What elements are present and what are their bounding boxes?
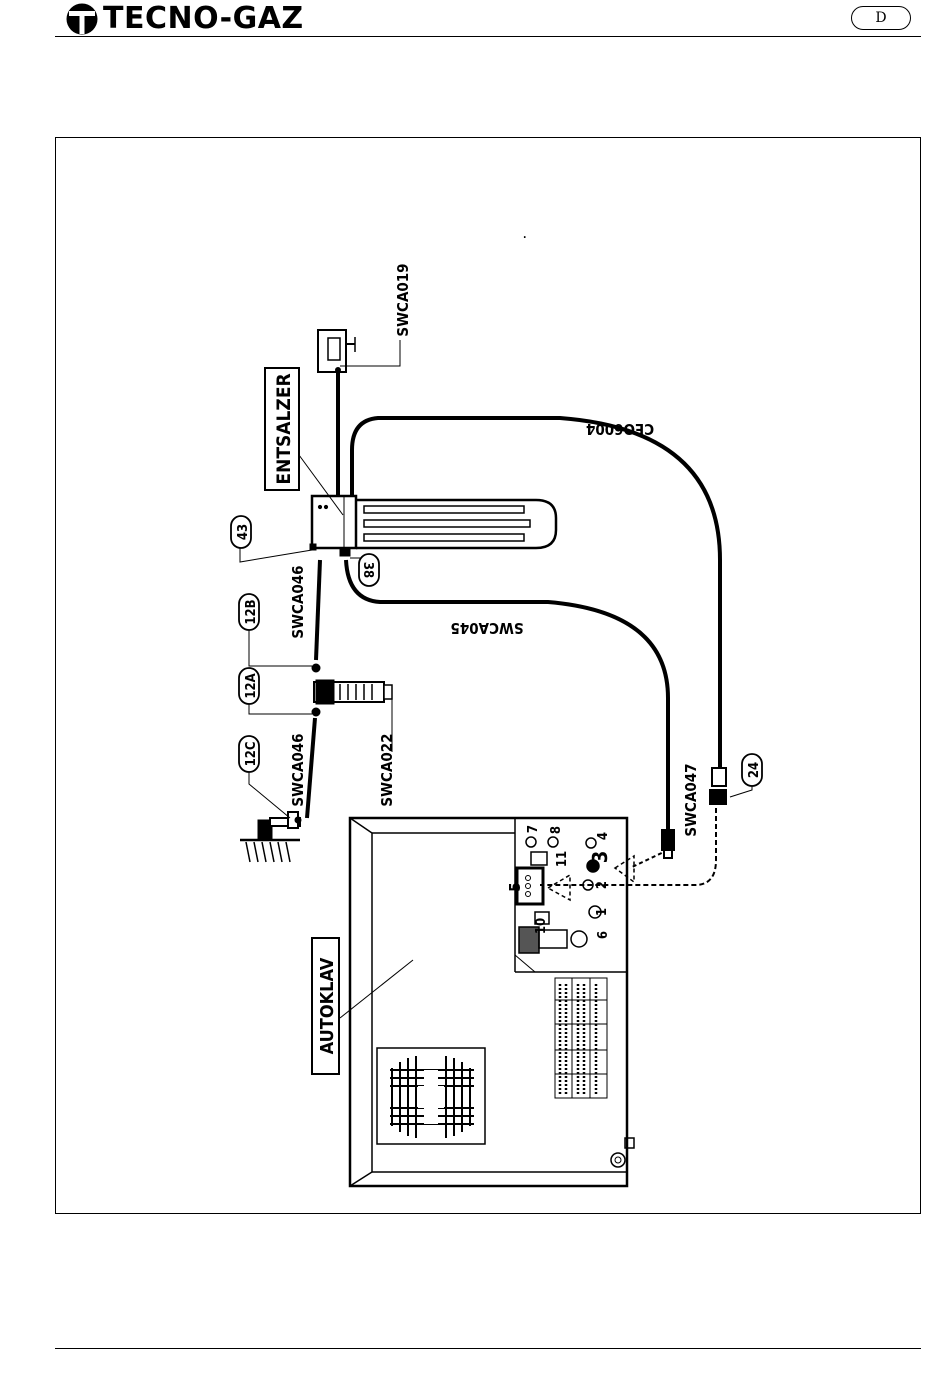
svg-text:12C: 12C (244, 742, 259, 767)
panel-number-7: 7 (526, 825, 541, 833)
callout-38: 38 (359, 554, 379, 586)
svg-text:12A: 12A (244, 673, 259, 698)
swca019-fitting (318, 330, 400, 372)
entsalzer-label: ENTSALZER (273, 373, 295, 484)
swca047-dashed (630, 850, 668, 868)
swca047-label: SWCA047 (682, 763, 700, 836)
footer-rule (55, 1348, 921, 1349)
hoses (307, 372, 720, 832)
callout-24: 24 (742, 754, 762, 786)
panel-number-3: 3 (588, 851, 612, 864)
panel-number-2: 2 (595, 881, 610, 889)
control-panel (517, 837, 634, 953)
swca022-label: SWCA022 (378, 733, 396, 806)
panel-number-8: 8 (549, 826, 564, 834)
callout-43: 43 (231, 516, 251, 548)
swca019-label: SWCA019 (394, 263, 412, 336)
svg-text:24: 24 (747, 762, 762, 778)
water-tap (240, 812, 301, 862)
svg-text:12B: 12B (244, 599, 259, 624)
swca045-label: SWCA045 (450, 619, 523, 637)
svg-text:38: 38 (360, 562, 375, 578)
swca046-bottom-label: SWCA046 (289, 733, 307, 806)
swca046-top-label: SWCA046 (289, 565, 307, 638)
fan-grille (377, 1048, 485, 1144)
autoklav-label-box: AUTOKLAV (312, 938, 339, 1074)
stray-dot-mark: . (523, 230, 526, 241)
panel-number-5: 5 (506, 882, 524, 891)
panel-number-10: 10 (534, 918, 549, 934)
autoklav-label: AUTOKLAV (317, 957, 338, 1054)
panel-number-4: 4 (596, 832, 611, 840)
panel-number-1: 1 (595, 908, 610, 916)
autoclave-body (350, 818, 634, 1186)
swca047-connector (662, 830, 674, 858)
ceo6004-label: CEO6004 (586, 420, 654, 438)
callout-12b: 12B (239, 594, 259, 630)
callout-12a: 12A (239, 668, 259, 704)
rating-plate (555, 978, 607, 1098)
callout-12c: 12C (239, 736, 259, 772)
panel-number-6: 6 (596, 931, 611, 939)
svg-text:43: 43 (236, 524, 251, 540)
connector-24 (710, 768, 726, 804)
panel-number-11: 11 (555, 851, 570, 867)
entsalzer-label-box: ENTSALZER (265, 368, 299, 490)
